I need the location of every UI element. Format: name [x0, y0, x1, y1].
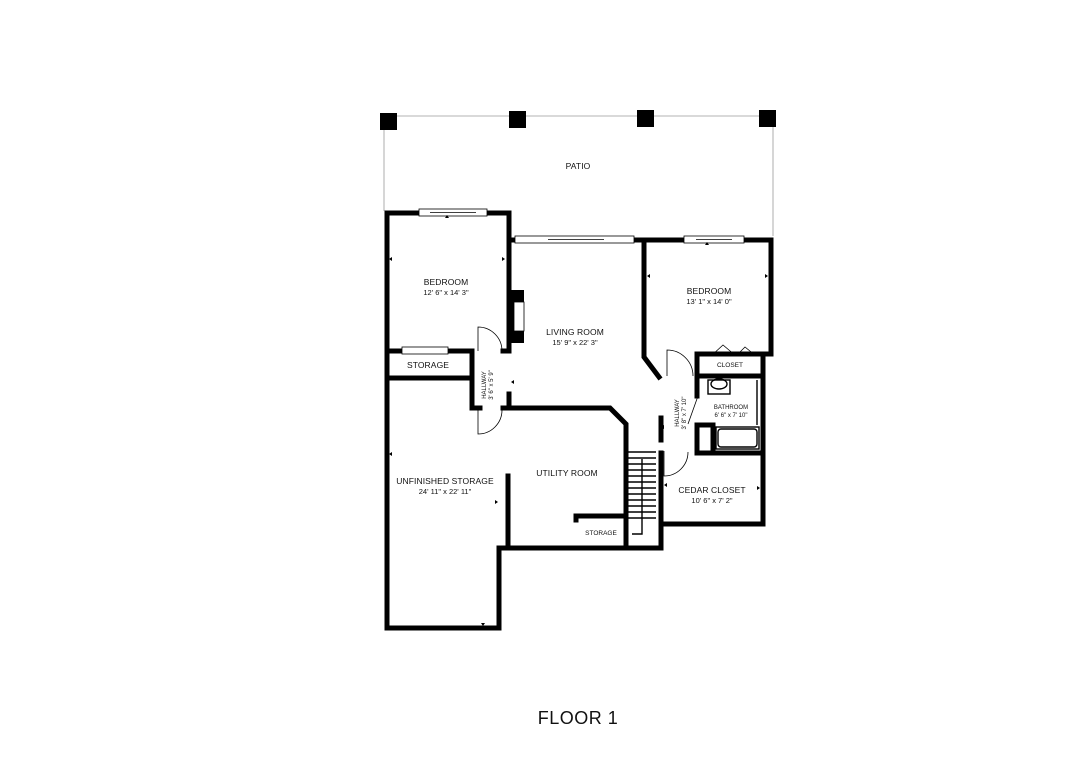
bedroom-2-name: BEDROOM	[687, 286, 732, 296]
storage-2-name: STORAGE	[585, 530, 617, 537]
bathroom-name: BATHROOM	[714, 405, 748, 411]
hallway-1-name: HALLWAY	[482, 371, 488, 399]
windows	[401, 208, 745, 355]
walls	[384, 210, 774, 631]
patio-name: PATIO	[566, 161, 591, 171]
window	[401, 346, 449, 355]
unfinished-storage-dims: 24' 11" x 22' 11"	[419, 487, 472, 496]
bathroom-dims: 6' 6" x 7' 10"	[715, 413, 748, 419]
bedroom-2-dims: 13' 1" x 14' 0"	[686, 297, 732, 306]
patio-post	[509, 111, 526, 128]
hallway-2-dims: 3' 8" x 7' 10"	[682, 397, 688, 430]
bathroom-fixtures	[707, 378, 760, 450]
bedroom-1-dims: 12' 6" x 14' 3"	[423, 288, 469, 297]
patio-post	[759, 110, 776, 127]
hallway-1-dims: 3' 6" x 5' 9"	[489, 370, 495, 400]
patio-post	[380, 113, 397, 130]
stairs	[628, 451, 656, 535]
fireplace	[510, 290, 525, 343]
utility-room-name: UTILITY ROOM	[536, 468, 598, 478]
wall-markers	[389, 215, 768, 626]
living-room-dims: 15' 9" x 22' 3"	[552, 338, 598, 347]
bedroom-1-name: BEDROOM	[424, 277, 469, 287]
unfinished-storage-name: UNFINISHED STORAGE	[396, 476, 494, 486]
bathtub	[715, 426, 760, 450]
cedar-closet-dims: 10' 6" x 7' 2"	[691, 496, 732, 505]
room-labels: PATIO BEDROOM 12' 6" x 14' 3" LIVING ROO…	[396, 161, 748, 537]
closet-name: CLOSET	[717, 362, 743, 369]
cedar-closet-name: CEDAR CLOSET	[678, 485, 745, 495]
patio-post	[637, 110, 654, 127]
doors	[477, 326, 757, 477]
patio-area	[380, 110, 776, 236]
living-room-name: LIVING ROOM	[546, 327, 604, 337]
hallway-2-name: HALLWAY	[675, 399, 681, 427]
floor-title: FLOOR 1	[538, 708, 619, 728]
storage-1-name: STORAGE	[407, 360, 449, 370]
toilet	[707, 379, 731, 395]
